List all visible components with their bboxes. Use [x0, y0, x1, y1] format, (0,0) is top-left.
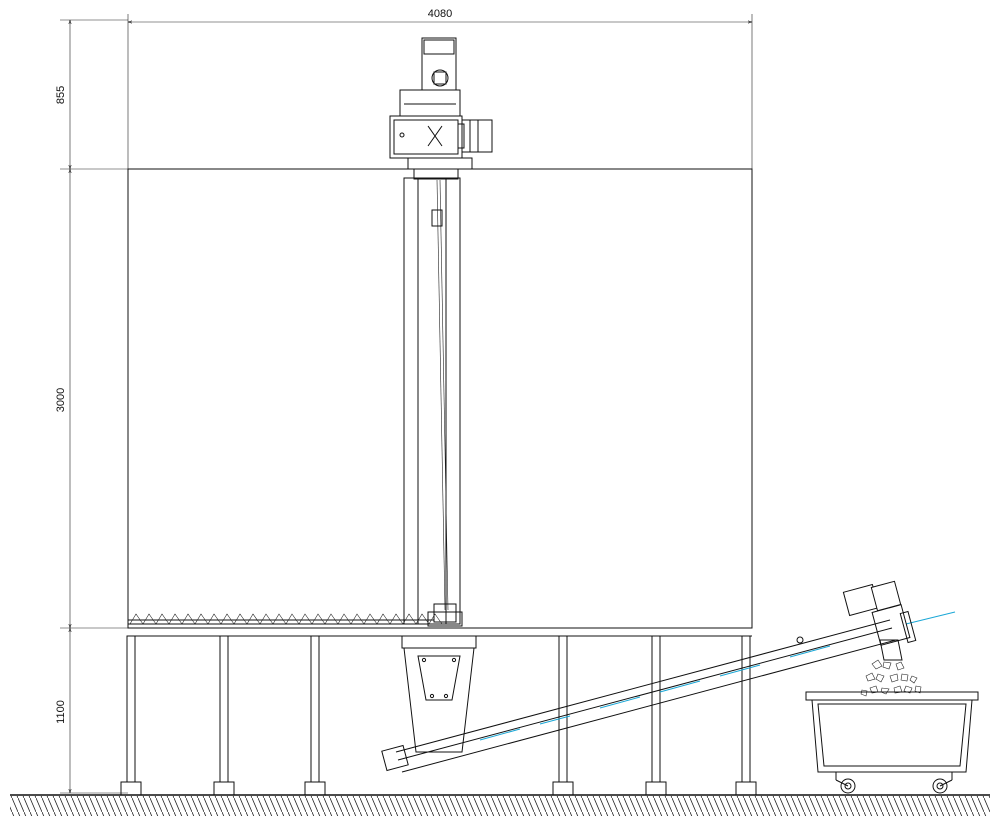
ground [10, 794, 990, 816]
dimension-width: 4080 [127, 8, 753, 170]
support-leg [126, 635, 136, 783]
support-leg [310, 635, 320, 783]
leg-foot-pad [735, 781, 757, 796]
bottom-screw-conveyor [128, 613, 443, 625]
dimension-heights: 855 3000 1100 [55, 19, 128, 794]
leg-foot-pad [645, 781, 667, 796]
support-leg [219, 635, 229, 783]
support-leg [651, 635, 661, 783]
discharge-hopper [401, 635, 477, 753]
leg-foot-pad [552, 781, 574, 796]
dimension-bottom-label: 1100 [55, 700, 67, 724]
top-drive-unit [389, 37, 493, 170]
dimension-top-label: 855 [55, 86, 67, 104]
dimension-width-label: 4080 [428, 8, 452, 20]
support-legs [120, 635, 757, 796]
support-leg [558, 635, 568, 783]
falling-material [860, 659, 922, 697]
collection-cart [805, 691, 979, 794]
leg-foot-pad [304, 781, 326, 796]
dimension-middle-label: 3000 [55, 388, 67, 412]
inclined-conveyor [381, 580, 956, 773]
leg-foot-pad [213, 781, 235, 796]
tank-body [127, 168, 753, 637]
central-column [403, 168, 463, 627]
